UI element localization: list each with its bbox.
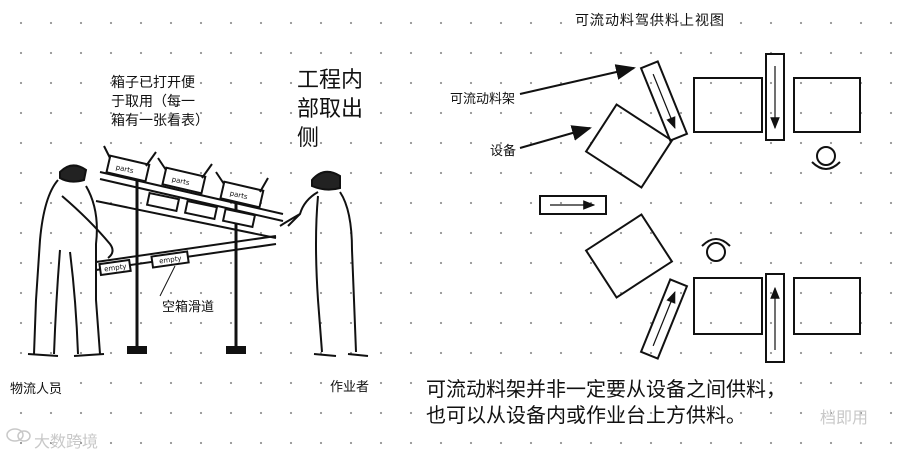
rack-pointer-arrow xyxy=(519,64,636,95)
equipment-block xyxy=(584,103,674,189)
flow-rack-label: 可流动料架 xyxy=(450,92,516,107)
flow-rack xyxy=(539,195,607,215)
empty-chute-label: 空箱滑道 xyxy=(162,300,215,315)
empty-box-label: empty xyxy=(159,254,182,265)
logistics-person-figure xyxy=(27,164,114,357)
top-view-layout xyxy=(539,53,861,363)
chat-logo-icon xyxy=(6,428,31,442)
equipment-block xyxy=(793,77,861,133)
flow-rack xyxy=(639,278,689,360)
parts-box-label: parts xyxy=(229,189,249,201)
operator-figure xyxy=(279,170,369,357)
flow-rack xyxy=(639,60,689,142)
operator-label: 作业者 xyxy=(330,380,370,395)
watermark-left: 大数跨境 xyxy=(34,432,99,451)
parts-box-label: parts xyxy=(115,163,135,175)
box-note: 箱子已打开便 于取用（每一 箱有一张看表） xyxy=(111,75,209,129)
logistics-person-label: 物流人员 xyxy=(10,382,63,397)
equipment-pointer-arrow xyxy=(519,125,592,149)
operator-top-view xyxy=(701,146,841,262)
equipment-block xyxy=(793,277,861,335)
chute-pointer xyxy=(159,265,176,297)
empty-box-label: empty xyxy=(104,262,127,273)
flow-rack xyxy=(765,273,785,363)
diagram-title: 可流动料驾供料上视图 xyxy=(575,13,725,29)
equipment-label: 设备 xyxy=(490,144,517,159)
caption-text: 可流动料架并非一定要从设备之间供料， 也可以从设备内或作业台上方供料。 xyxy=(426,377,786,427)
flow-rack xyxy=(765,53,785,141)
equipment-block xyxy=(584,213,674,299)
process-side-label: 工程内 部取出 侧 xyxy=(297,68,364,151)
equipment-block xyxy=(693,277,763,335)
parts-box-label: parts xyxy=(171,175,191,187)
flow-rack-side-view xyxy=(95,145,284,354)
equipment-block xyxy=(693,77,763,133)
watermark-right: 档即用 xyxy=(820,408,869,427)
